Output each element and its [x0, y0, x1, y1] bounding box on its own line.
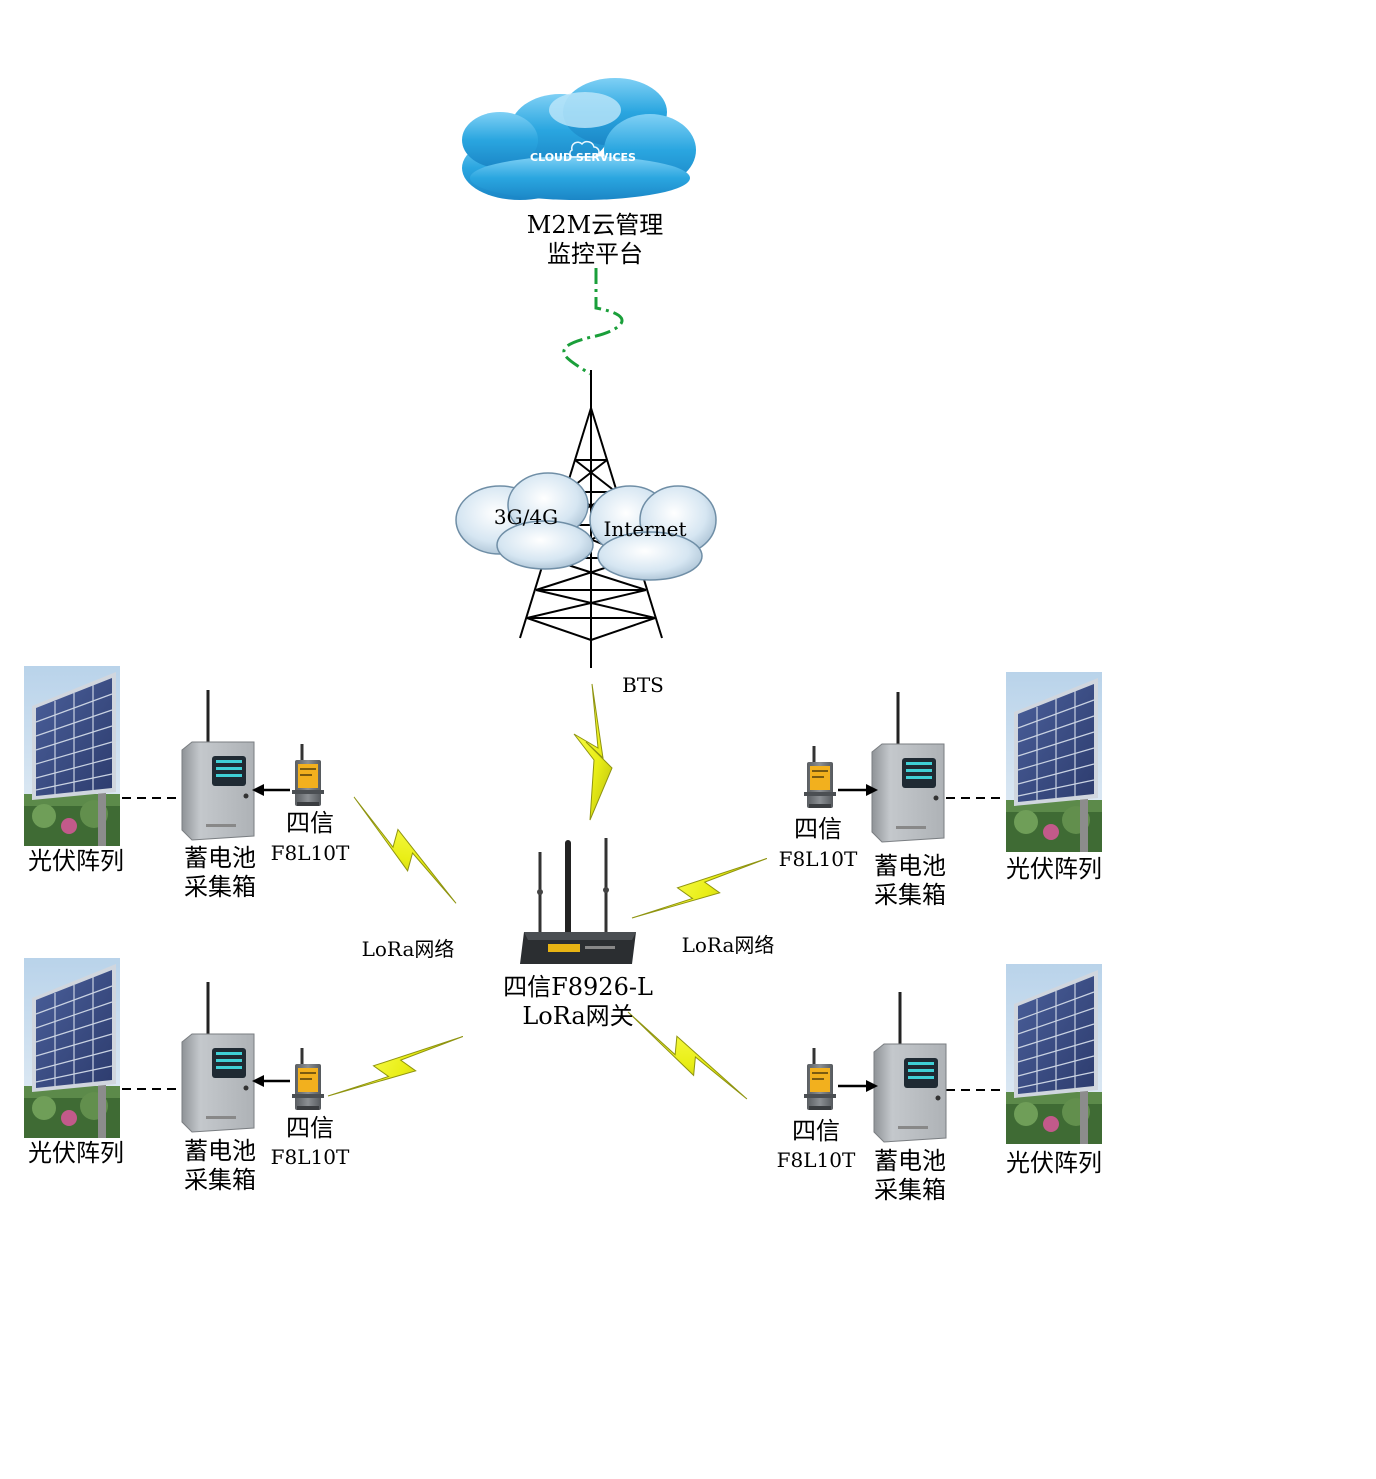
top-right-solar-array-icon	[1005, 671, 1103, 853]
bottom-left-modem-label-line1: 四信	[286, 1114, 334, 1142]
top-left-array-label: 光伏阵列	[28, 847, 124, 875]
right-lora-network-label: LoRa网络	[681, 933, 775, 957]
bts-label: BTS	[622, 673, 664, 697]
cloud-to-tower-link	[562, 268, 624, 376]
bottom-right-solar-array-icon	[1005, 963, 1103, 1145]
bottom-left-modem-icon	[290, 1046, 326, 1112]
bottom-right-modem-label-line1: 四信	[792, 1117, 840, 1145]
bottom-right-arrow-icon	[866, 1080, 878, 1092]
bottom-right-box-label-line1: 蓄电池	[874, 1147, 946, 1175]
gateway-label-line1: 四信F8926-L	[503, 973, 653, 1001]
cloud-platform-label-line1: M2M云管理	[526, 211, 664, 239]
top-right-modem-icon	[802, 744, 838, 810]
top-right-battery-box-icon	[870, 690, 946, 844]
top-left-box-label-line1: 蓄电池	[184, 844, 256, 872]
bottom-right-modem-icon	[802, 1046, 838, 1112]
mobile-network-label: 3G/4G	[493, 505, 559, 529]
bottom-left-lightning-icon	[327, 1001, 464, 1131]
bottom-left-solar-array-icon	[23, 957, 121, 1139]
top-right-array-label: 光伏阵列	[1006, 855, 1102, 883]
bottom-left-battery-box-icon	[180, 980, 256, 1134]
bottom-left-box-label-line1: 蓄电池	[184, 1137, 256, 1165]
top-right-box-label-line2: 采集箱	[874, 881, 946, 909]
internet-cloud-icon	[589, 485, 717, 581]
gateway-label-line2: LoRa网关	[522, 1002, 634, 1030]
bottom-left-array-label: 光伏阵列	[28, 1139, 124, 1167]
lora-gateway-icon	[520, 838, 636, 964]
mobile-network-cloud-icon	[455, 472, 594, 570]
bottom-right-battery-box-icon	[872, 990, 948, 1144]
top-left-battery-box-icon	[180, 688, 256, 842]
internet-label: Internet	[603, 517, 687, 541]
top-left-modem-icon	[290, 742, 326, 808]
bottom-left-arrow-icon	[252, 1075, 264, 1087]
bottom-left-box-label-line2: 采集箱	[184, 1166, 256, 1194]
bottom-right-array-label: 光伏阵列	[1006, 1149, 1102, 1177]
top-left-arrow-icon	[252, 784, 264, 796]
cloud-services-icon	[462, 78, 696, 200]
top-right-modem-label-line2: F8L10T	[778, 847, 858, 871]
cloud-platform-label-line2: 监控平台	[547, 240, 643, 268]
cloud-badge-text: CLOUD SERVICES	[530, 151, 636, 164]
bottom-right-modem-label-line2: F8L10T	[776, 1148, 856, 1172]
top-right-modem-label-line1: 四信	[794, 815, 842, 843]
left-lora-network-label: LoRa网络	[361, 937, 455, 961]
bottom-left-modem-label-line2: F8L10T	[270, 1145, 350, 1169]
top-left-solar-array-icon	[23, 665, 121, 847]
top-left-modem-label-line1: 四信	[286, 809, 334, 837]
top-left-box-label-line2: 采集箱	[184, 873, 256, 901]
top-left-modem-label-line2: F8L10T	[270, 841, 350, 865]
top-right-arrow-icon	[866, 784, 878, 796]
bottom-right-box-label-line2: 采集箱	[874, 1176, 946, 1204]
bts-gateway-lightning-icon	[573, 683, 613, 821]
top-right-box-label-line1: 蓄电池	[874, 852, 946, 880]
